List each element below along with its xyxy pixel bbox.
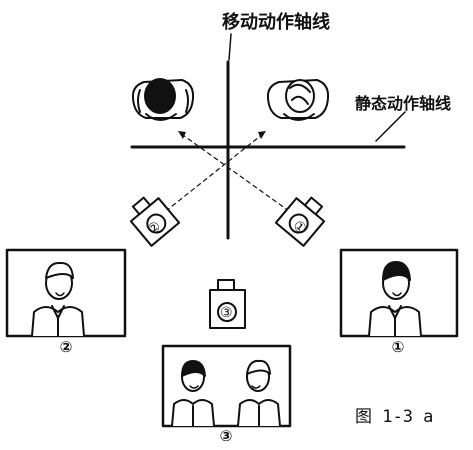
frame-1-number: ① — [391, 338, 405, 356]
figure-caption: 图 1-3 a — [355, 407, 434, 427]
sight-line-camera-2 — [165, 132, 265, 212]
person-right-top-view — [266, 79, 330, 121]
camera-2 — [129, 196, 181, 247]
frame-2-person — [31, 261, 85, 337]
frame-3-person-right — [237, 359, 281, 427]
static-axis-leader — [375, 111, 406, 142]
camera-3-number: ③ — [220, 305, 233, 321]
camera-3 — [209, 279, 246, 329]
frame-3-number: ③ — [219, 427, 233, 445]
arrow-head-right — [258, 131, 266, 139]
person-left-top-view — [131, 78, 195, 121]
arrow-head-left — [178, 131, 186, 139]
frame-3-person-left — [171, 360, 215, 427]
camera-1 — [274, 196, 326, 247]
sight-lines — [165, 132, 290, 212]
moving-axis-label: 移动动作轴线 — [222, 12, 330, 33]
sight-line-camera-1 — [179, 132, 290, 212]
moving-axis-leader — [228, 33, 232, 61]
frame-2-number: ② — [59, 338, 73, 356]
frame-3-border — [161, 344, 292, 428]
static-axis-label: 静态动作轴线 — [355, 94, 452, 113]
frame-1-person — [368, 261, 422, 337]
